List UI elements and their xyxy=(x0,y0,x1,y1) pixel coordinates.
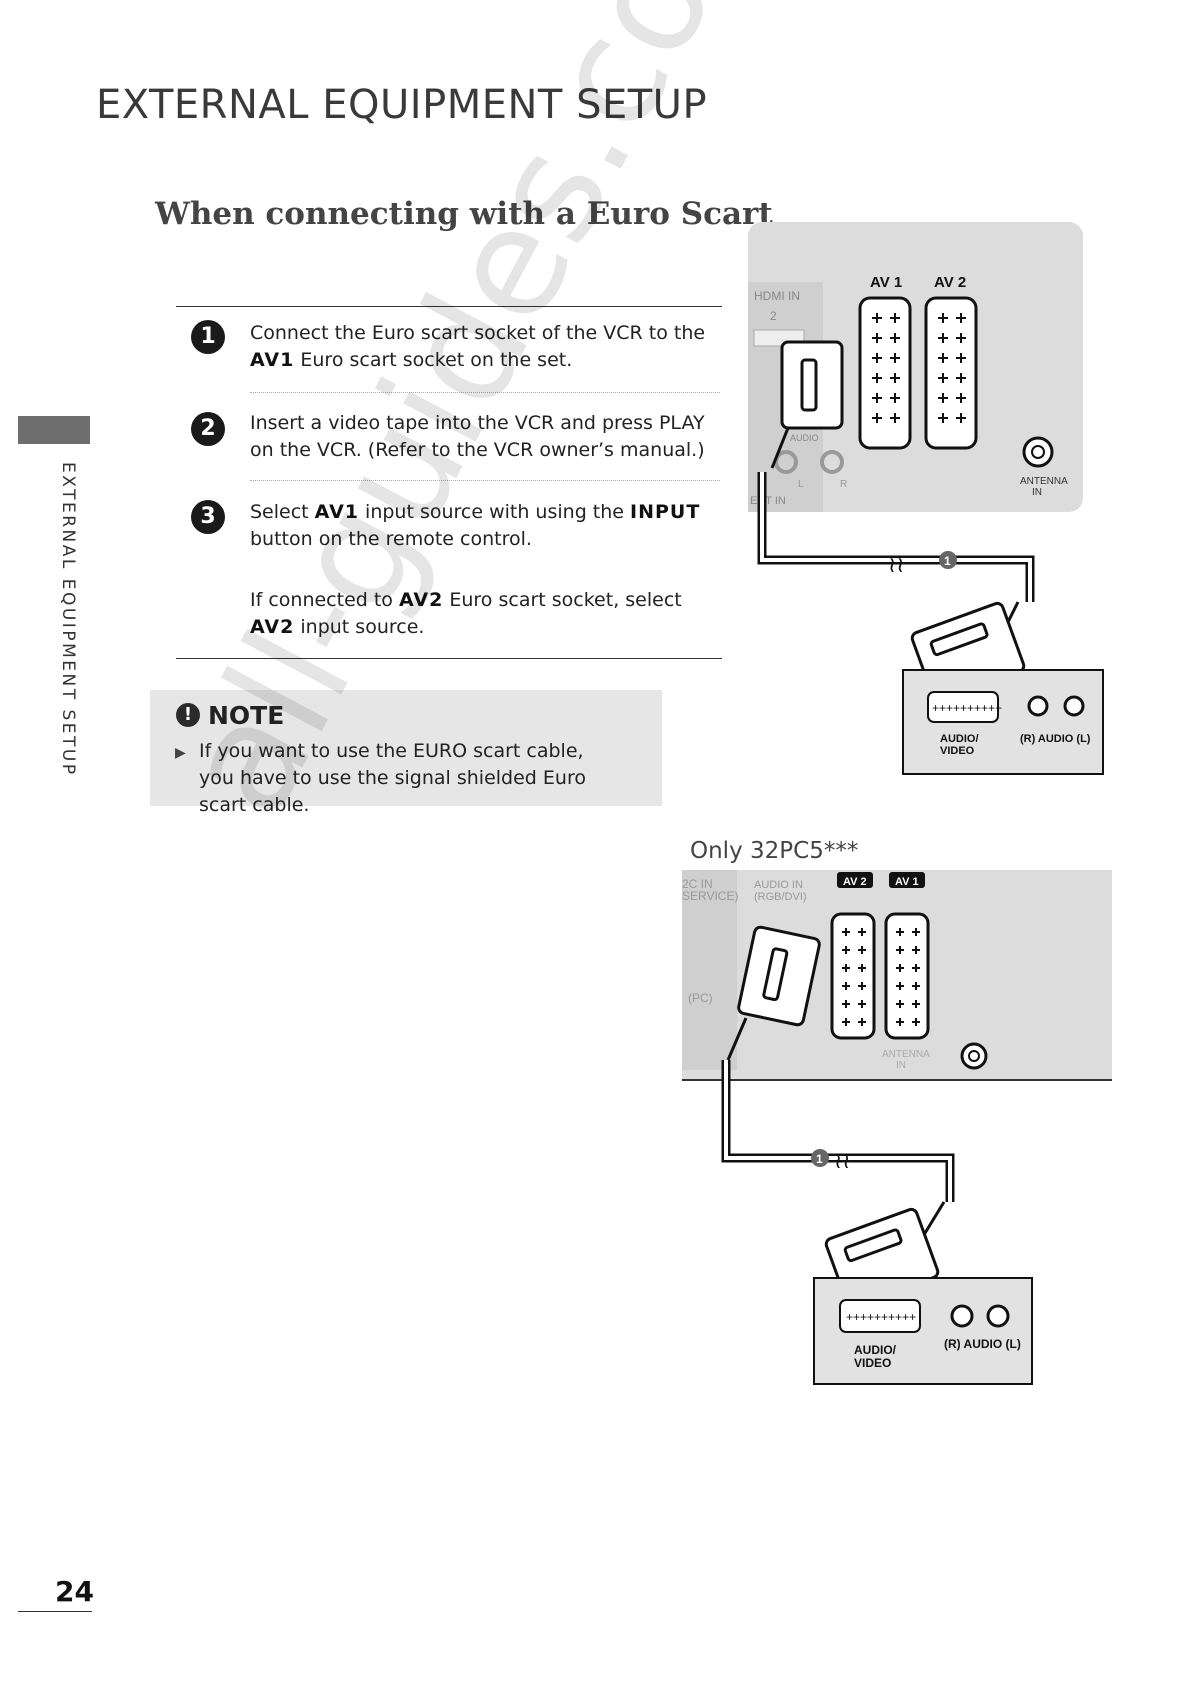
svg-text:++++++++++: ++++++++++ xyxy=(846,1310,916,1324)
step-marker-1 xyxy=(939,551,957,569)
step-divider xyxy=(250,480,720,481)
av1-badge xyxy=(889,872,925,888)
step-3-text: Select AV1 input source with using the I… xyxy=(250,499,720,553)
vcr-audio-l-jack xyxy=(1063,695,1085,717)
step-1-text-a: Connect the Euro scart socket of the VCR… xyxy=(250,322,706,344)
av1-scart-socket xyxy=(858,296,912,450)
vcr-audio-r-jack xyxy=(1027,695,1049,717)
antenna-in-label-2: IN xyxy=(896,1060,906,1071)
svg-text:++++++++++: ++++++++++ xyxy=(932,701,1002,715)
vcr-video-label: VIDEO xyxy=(940,745,975,757)
antenna-label: ANTENNA xyxy=(1020,476,1068,487)
step-3-badge: 3 xyxy=(191,500,225,534)
scart-plug-tv xyxy=(770,340,844,469)
audio-label-small: AUDIO xyxy=(790,433,819,443)
bullet-arrow-icon: ▶ xyxy=(175,745,186,761)
vcr-audio-l-jack-2 xyxy=(986,1304,1010,1328)
step-2-badge: 2 xyxy=(191,412,225,446)
step-3-extra-text: If connected to AV2 Euro scart socket, s… xyxy=(250,587,720,641)
antenna-jack xyxy=(1022,436,1054,468)
antenna-label-2: ANTENNA xyxy=(882,1049,930,1060)
antenna-in-label: IN xyxy=(1032,487,1042,498)
step-3-keyword-input: INPUT xyxy=(630,501,701,523)
audio-in-label: AUDIO IN xyxy=(754,879,803,891)
cable-break-mark: ≀≀ xyxy=(888,552,905,577)
side-section-label: EXTERNAL EQUIPMENT SETUP xyxy=(58,462,78,777)
vcr-audio-r-jack-2 xyxy=(950,1304,974,1328)
step-3-keyword-av1: AV1 xyxy=(314,501,359,523)
step-3-keyword-av2-second: AV2 xyxy=(250,616,295,638)
av2-scart-socket-2 xyxy=(830,912,876,1040)
page-number: 24 xyxy=(55,1575,94,1608)
step-2-text: Insert a video tape into the VCR and pre… xyxy=(250,412,705,461)
av2-label: AV 2 xyxy=(934,274,966,291)
step-1-text-b: Euro scart socket on the set. xyxy=(294,349,573,371)
note-box xyxy=(150,690,662,806)
step-3-text-b: input source with using the xyxy=(359,501,631,523)
rs232-label: 2C IN xyxy=(682,877,713,891)
step-marker-2-label: 1 xyxy=(816,1152,823,1166)
step-3-text-c: button on the remote control. xyxy=(250,528,532,550)
footer-rule xyxy=(18,1611,92,1612)
service-label: SERVICE) xyxy=(682,889,738,903)
pc-label: (PC) xyxy=(688,991,713,1005)
audio-r-label: R xyxy=(840,479,847,490)
tv-rear-panel xyxy=(748,222,1083,512)
antenna-jack-2 xyxy=(960,1042,988,1070)
av1-badge-label: AV 1 xyxy=(895,876,919,888)
audio-jack-r xyxy=(820,450,844,474)
component-in-label: ENT IN xyxy=(750,495,786,507)
scart-pins xyxy=(872,313,966,423)
step-3-extra-b: Euro scart socket, select xyxy=(443,589,682,611)
scart-plug-tv-2 xyxy=(726,925,821,1061)
note-title: NOTE xyxy=(208,701,285,730)
step-1-badge: 1 xyxy=(191,320,225,354)
vcr-audio-label-2: (R) AUDIO (L) xyxy=(944,1337,1021,1351)
side-tab-marker xyxy=(18,416,90,444)
step-divider xyxy=(250,392,720,393)
scart-pins-2 xyxy=(842,928,920,1026)
section-title: When connecting with a Euro Scart xyxy=(155,196,773,232)
scart-cable-2 xyxy=(721,1060,955,1202)
connection-diagram-2: 2C IN SERVICE) AUDIO IN (RGB/DVI) (PC) A… xyxy=(682,870,1112,1385)
av1-label: AV 1 xyxy=(870,274,902,291)
step-1-text: Connect the Euro scart socket of the VCR… xyxy=(250,320,720,374)
warning-icon: ! xyxy=(176,703,200,727)
step-marker-1-label: 1 xyxy=(944,554,951,568)
scart-cable-1 xyxy=(757,472,1035,602)
step-3-extra-a: If connected to xyxy=(250,589,399,611)
vcr-av-label-2: AUDIO/ xyxy=(854,1343,897,1357)
note-text: If you want to use the EURO scart cable,… xyxy=(199,740,586,816)
diagram2-caption: Only 32PC5*** xyxy=(690,838,859,864)
vcr-audio-label: (R) AUDIO (L) xyxy=(1020,733,1091,745)
cable-break-mark-2: ≀≀ xyxy=(834,1148,851,1173)
av2-badge xyxy=(837,872,873,888)
steps-bottom-rule xyxy=(176,658,722,659)
av1-scart-socket-2 xyxy=(884,912,930,1040)
hdmi-number: 2 xyxy=(770,309,777,323)
vcr-scart-socket xyxy=(927,691,999,723)
av2-badge-label: AV 2 xyxy=(843,876,867,888)
step-3-extra-c: input source. xyxy=(294,616,425,638)
vcr-video-label-2: VIDEO xyxy=(854,1356,891,1370)
vcr-av-label: AUDIO/ xyxy=(940,733,979,745)
connection-diagram-1: HDMI IN 2 AUDIO L R ENT IN AV 1 AV 2 ANT… xyxy=(748,222,1104,775)
vcr-scart-socket-2 xyxy=(839,1299,921,1333)
av2-scart-socket xyxy=(924,296,978,450)
hdmi-label: HDMI IN xyxy=(754,289,800,303)
step-marker-2 xyxy=(811,1149,829,1167)
step-3-text-a: Select xyxy=(250,501,315,523)
rgb-dvi-label: (RGB/DVI) xyxy=(754,891,807,903)
step-3-keyword-av2: AV2 xyxy=(398,589,444,611)
step-1-keyword-av1: AV1 xyxy=(250,349,295,371)
page-title: EXTERNAL EQUIPMENT SETUP xyxy=(96,82,708,128)
steps-top-rule xyxy=(176,306,722,307)
audio-l-label: L xyxy=(798,479,804,490)
